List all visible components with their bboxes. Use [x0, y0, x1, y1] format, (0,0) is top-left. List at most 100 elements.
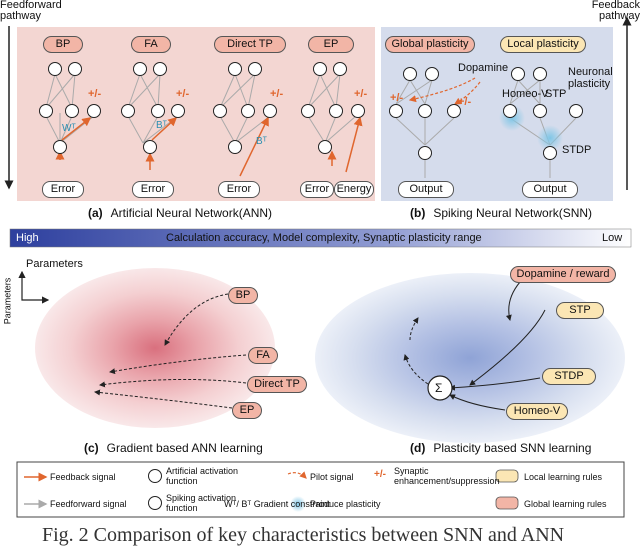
feedforward-label: Feedforward pathway [0, 0, 62, 22]
error-bp: Error [42, 181, 84, 198]
ann-neuron [228, 140, 242, 154]
feedback-label: Feedback pathway [591, 0, 640, 22]
param-x-label: Parameters [26, 258, 83, 270]
ann-neuron [68, 62, 82, 76]
ann-neuron [87, 104, 101, 118]
legend-sign: +/- [374, 469, 386, 480]
ann-neuron [318, 140, 332, 154]
ann-neuron [333, 62, 347, 76]
ann-neuron [213, 104, 227, 118]
b-transpose-fa: Bᵀ [156, 120, 167, 131]
legend-frame [16, 461, 625, 518]
snn-neuron [418, 104, 432, 118]
gradient-bar [9, 228, 632, 248]
land-direct-tp: Direct TP [247, 376, 307, 393]
snn-loss-landscape [315, 273, 625, 443]
ann-neuron [39, 104, 53, 118]
stp-label: STP [545, 88, 567, 100]
bar-high: High [16, 232, 39, 244]
method-bp: BP [43, 36, 83, 53]
sign-global-2: +/- [458, 96, 472, 108]
ann-neuron [263, 104, 277, 118]
sign-global-1: +/- [390, 92, 404, 104]
land-dopamine: Dopamine / reward [510, 266, 616, 283]
snn-neuron [389, 104, 403, 118]
caption-d: (d)Plasticity based SNN learning [410, 441, 592, 455]
w-transpose: Wᵀ [62, 123, 76, 134]
snn-neuron [403, 67, 417, 81]
ann-neuron [121, 104, 135, 118]
legend-artificial-icon [148, 469, 162, 483]
ann-neuron [301, 104, 315, 118]
land-ep: EP [232, 402, 262, 419]
error-ep: Error [300, 181, 334, 198]
sign-dtp: +/- [270, 88, 284, 100]
ann-neuron [171, 104, 185, 118]
global-plasticity: Global plasticity [385, 36, 475, 53]
stdp-label: STDP [562, 144, 592, 156]
output-global: Output [398, 181, 454, 198]
ann-neuron [228, 62, 242, 76]
snn-neuron [425, 67, 439, 81]
ann-neuron [153, 62, 167, 76]
dopamine-label: Dopamine [458, 62, 509, 74]
b-transpose-dtp: Bᵀ [256, 136, 267, 147]
sign-fa: +/- [176, 88, 190, 100]
snn-neuron [511, 67, 525, 81]
ann-neuron [151, 104, 165, 118]
snn-neuron [569, 104, 583, 118]
sigma-symbol: Σ [435, 381, 443, 395]
homeo-label: Homeo-V [502, 88, 549, 100]
snn-neuron [533, 104, 547, 118]
land-stp: STP [556, 302, 604, 319]
method-fa: FA [131, 36, 171, 53]
snn-neuron [543, 146, 557, 160]
ann-neuron [133, 62, 147, 76]
method-ep: EP [308, 36, 354, 53]
ann-loss-landscape [35, 268, 275, 428]
figure-caption: Fig. 2 Comparison of key characteristics… [42, 524, 565, 546]
neuronal-plasticity-label: Neuronal plasticity [568, 66, 613, 90]
ann-neuron [48, 62, 62, 76]
sign-ep: +/- [354, 88, 368, 100]
legend-produce-plasticity: Produce plasticity [310, 499, 381, 509]
legend-artificial: Artificial activation function [166, 466, 239, 486]
method-direct-tp: Direct TP [214, 36, 286, 53]
output-local: Output [522, 181, 578, 198]
ann-neuron [248, 62, 262, 76]
caption-a: (a)Artificial Neural Network(ANN) [88, 206, 273, 220]
ann-neuron [329, 104, 343, 118]
caption-b: (b)Spiking Neural Network(SNN) [410, 206, 593, 220]
legend-synaptic: Synaptic enhancement/suppression [394, 466, 500, 486]
land-homeo: Homeo-V [506, 403, 568, 420]
ann-neuron [143, 140, 157, 154]
caption-c: (c)Gradient based ANN learning [84, 441, 263, 455]
ann-neuron [313, 62, 327, 76]
snn-neuron [447, 104, 461, 118]
legend-feedback: Feedback signal [50, 472, 116, 482]
legend-gradient-constraint: Wᵀ/ Bᵀ Gradient constraint [224, 499, 330, 509]
legend-spiking: Spiking activation function [166, 493, 237, 513]
land-bp: BP [228, 287, 258, 304]
snn-neuron [503, 104, 517, 118]
ann-neuron [351, 104, 365, 118]
legend-local-rules: Local learning rules [524, 472, 603, 482]
legend-global-rules: Global learning rules [524, 499, 607, 509]
bar-middle: Calculation accuracy, Model complexity, … [166, 232, 482, 244]
legend-pilot: Pilot signal [310, 472, 354, 482]
legend-feedforward: Feedforward signal [50, 499, 127, 509]
param-y-label: Parameters [2, 277, 13, 325]
sign-bp: +/- [88, 88, 102, 100]
ann-neuron [65, 104, 79, 118]
error-dtp: Error [218, 181, 260, 198]
bar-low: Low [602, 232, 623, 244]
land-stdp: STDP [542, 368, 596, 385]
ann-neuron [241, 104, 255, 118]
snn-neuron [418, 146, 432, 160]
snn-neuron [533, 67, 547, 81]
legend-spiking-icon [148, 496, 162, 510]
land-fa: FA [248, 347, 278, 364]
energy-ep: Energy [334, 181, 374, 198]
local-plasticity: Local plasticity [500, 36, 586, 53]
